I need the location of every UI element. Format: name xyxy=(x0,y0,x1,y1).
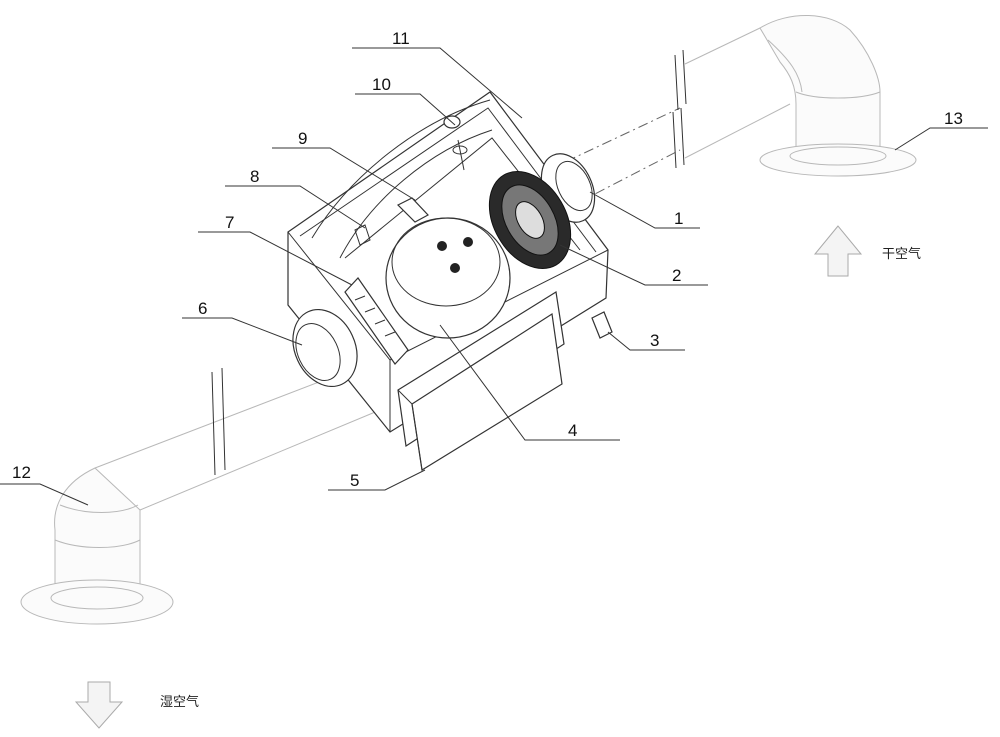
callout-4: 4 xyxy=(568,421,577,440)
wet-air-arrow-down-icon xyxy=(74,681,124,729)
heater-strip xyxy=(344,277,409,365)
drain-pipe xyxy=(591,311,613,339)
callout-3: 3 xyxy=(650,331,659,350)
callout-10: 10 xyxy=(372,75,391,94)
dry-air-arrow-up-icon xyxy=(813,225,863,277)
callout-9: 9 xyxy=(298,129,307,148)
callout-1: 1 xyxy=(674,209,683,228)
callout-6: 6 xyxy=(198,299,207,318)
callout-13: 13 xyxy=(944,109,963,128)
callout-2: 2 xyxy=(672,266,681,285)
control-panel xyxy=(397,291,565,471)
callout-7: 7 xyxy=(225,213,234,232)
left-duct-elbow xyxy=(20,367,381,625)
bracket xyxy=(354,197,429,246)
right-duct-elbow xyxy=(547,14,917,213)
leader-lines xyxy=(0,47,988,506)
wet-air-label: 湿空气 xyxy=(160,694,199,710)
dry-air-label: 干空气 xyxy=(882,246,921,262)
rotary-drum xyxy=(385,217,511,339)
callout-8: 8 xyxy=(250,167,259,186)
left-inlet-collar xyxy=(292,308,358,388)
fan-wheel xyxy=(488,171,572,269)
callout-5: 5 xyxy=(350,471,359,490)
callout-12: 12 xyxy=(12,463,31,482)
callout-11: 11 xyxy=(392,29,410,48)
